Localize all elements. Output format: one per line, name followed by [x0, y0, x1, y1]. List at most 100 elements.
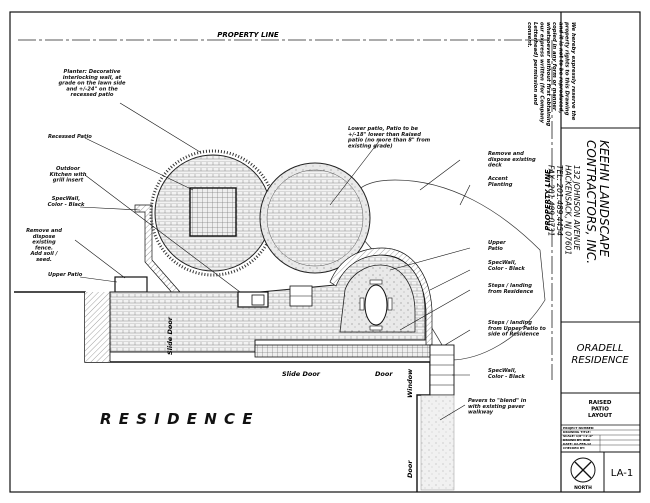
property-line-right-label: PROPERTY LINE	[544, 169, 552, 231]
chair-4	[387, 297, 393, 311]
note-upper_patio_left: Upper Patio	[48, 272, 83, 278]
note-outdoor_kitchen-line: Outdoor	[56, 166, 80, 172]
drawing-title-line: LAYOUT	[588, 413, 612, 419]
note-outdoor_kitchen-line: Kitchen with	[50, 172, 87, 178]
disclaimer-line: Letterhead) permission and	[532, 22, 538, 105]
leader-lines	[74, 102, 471, 421]
field-line: PROJECT NUMBER:	[563, 426, 594, 430]
field-line: CHECKED BY:	[563, 446, 585, 450]
company-line: KEEHN LANDSCAPE	[597, 140, 611, 257]
note-specwall_left-line: SpecWall,	[52, 196, 80, 202]
title-block	[561, 127, 640, 492]
disclaimer-line: and it is not to be reproduced,	[557, 22, 563, 113]
note-remove_fence-line: Add soil /	[30, 251, 59, 257]
field-line: DATE: 02-FEB-12	[563, 442, 591, 446]
note-steps_residence-line: from Residence	[488, 289, 534, 295]
note-recessed_patio: Recessed Patio	[48, 134, 92, 140]
note-specwall_left-line: Color - Black	[48, 202, 85, 208]
note-remove_deck-line: deck	[488, 163, 502, 169]
note-pavers-line: walkway	[468, 410, 494, 416]
project-line: RESIDENCE	[571, 355, 629, 366]
note-steps_upper-line: side of Residence	[488, 332, 540, 338]
note-remove_fence-line: fence.	[35, 245, 53, 251]
disclaimer-line: whatsoever without first obtaining	[545, 22, 551, 126]
note-remove_fence-line: dispose	[33, 234, 56, 240]
drawing-title-line: PATIO	[591, 407, 609, 413]
slide-door-bottom-label: Slide Door	[282, 370, 321, 378]
note-specwall_right-line: SpecWall,	[488, 260, 516, 266]
disclaimer-line: copied in any form or manner	[551, 22, 557, 111]
patio-table	[364, 284, 388, 326]
field-line: SCALE: 1/8"=1'-0"	[563, 434, 594, 438]
field-line: DRAWING TITLE:	[563, 430, 591, 434]
chair-2	[369, 325, 383, 331]
note-outdoor_kitchen-line: grill insert	[53, 178, 84, 184]
note-specwall_bottom-line: Color - Black	[488, 374, 525, 380]
note-specwall_right: SpecWall,Color - Black	[488, 260, 525, 272]
note-lower_patio: Lower patio, Patio to be+/-18" lower tha…	[347, 126, 431, 149]
disclaimer-line: consent.	[526, 22, 532, 48]
property-line-top-label: PROPERTY LINE	[217, 31, 279, 39]
note-accent_planting-line: Planting	[488, 182, 513, 188]
side-step-treads	[430, 354, 454, 386]
step-landing-residence	[254, 344, 431, 358]
note-remove_deck-line: dispose existing	[488, 157, 536, 163]
note-lower_patio-line: patio (no more than 8" from	[347, 138, 431, 144]
address-line: TEL: 201.489.4454	[555, 165, 564, 236]
note-recessed_patio-line: Recessed Patio	[48, 134, 92, 140]
note-upper_patio_right-line: Patio	[488, 246, 503, 252]
note-specwall_right-line: Color - Black	[488, 266, 525, 272]
drawing-title-line: RAISED	[589, 400, 612, 406]
note-steps_residence-line: Steps / landing	[488, 283, 532, 289]
note-lower_patio-line: Lower patio, Patio to be	[348, 126, 419, 132]
note-steps_upper-line: from Upper Patio to	[488, 326, 546, 332]
note-planter-line: Planter: Decorative	[64, 69, 121, 75]
door-bottom-label: Door	[375, 370, 393, 378]
field-line: DRAWN BY: BNK	[563, 438, 591, 442]
note-planter-line: and +/-24" on the	[66, 86, 118, 92]
disclaimer-line: our express written (for Company	[539, 22, 545, 124]
north-label: NORTH	[574, 485, 592, 491]
lower-patio-pattern	[266, 169, 364, 267]
address-line: 132 JOHNSON AVENUE	[572, 165, 581, 250]
field: PROJECT NUMBER:DRAWING TITLE:SCALE: 1/8"…	[563, 426, 594, 450]
note-remove_fence-line: Remove and	[26, 228, 62, 234]
pavers-walkway	[420, 394, 455, 491]
note-remove_fence-line: seed.	[36, 257, 52, 263]
company-line: CONTRACTORS, INC.	[584, 140, 598, 264]
window-label: Window	[406, 368, 414, 398]
fire-pit-square	[189, 187, 237, 237]
sheet-border	[9, 11, 641, 493]
note-upper_patio_left-line: Upper Patio	[48, 272, 83, 278]
note-planter-line: grade on the lawn side	[58, 81, 126, 87]
grill-insert	[251, 294, 265, 306]
north-arrow-icon	[570, 457, 596, 483]
note-pavers-line: Pavers to "blend" in	[468, 398, 527, 404]
note-planter-line: interlocking wall, at	[63, 75, 122, 81]
address-line: FAX: 201.489.0731	[547, 165, 556, 237]
door-right-label: Door	[406, 460, 414, 478]
disclaimer: We hereby expressly reserve theproperty …	[526, 21, 576, 126]
note-specwall_bottom: SpecWall,Color - Black	[488, 368, 525, 380]
note-remove_fence-line: existing	[32, 240, 56, 246]
title-block-disclaimer: We hereby expressly reserve theproperty …	[526, 21, 576, 126]
note-specwall_left: SpecWall,Color - Black	[48, 196, 85, 208]
disclaimer-line: We hereby expressly reserve the	[570, 22, 576, 121]
note-accent_planting-line: Accent	[487, 176, 508, 182]
residence-label: R E S I D E N C E	[100, 410, 253, 428]
note-remove_deck-line: Remove and	[488, 151, 524, 157]
disclaimer-line: property rights to this Drawing	[564, 21, 570, 116]
